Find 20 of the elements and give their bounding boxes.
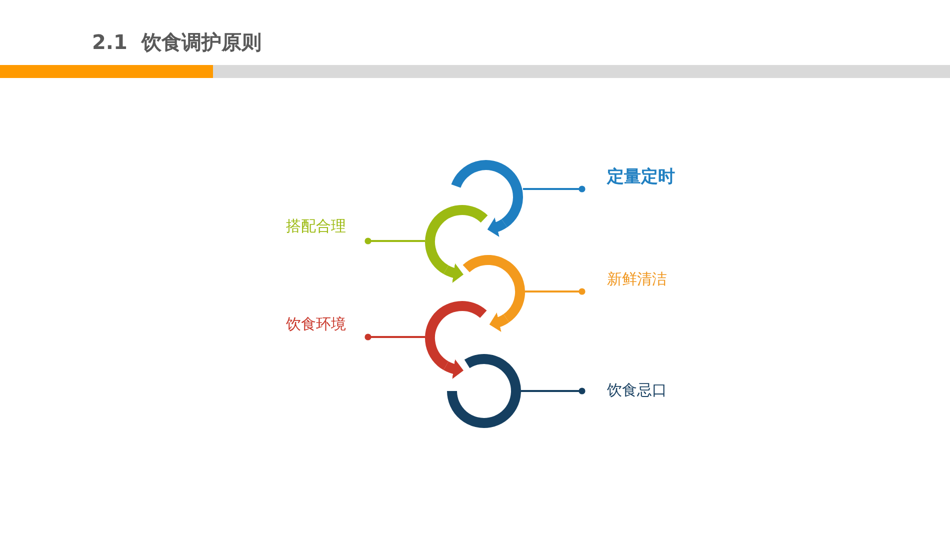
curved-arrow bbox=[444, 263, 464, 283]
ring-arc bbox=[451, 160, 523, 228]
leader-line bbox=[521, 388, 586, 394]
principle-label: 定量定时 bbox=[607, 166, 675, 188]
principle-label: 新鲜清洁 bbox=[607, 269, 667, 289]
slide-title: 2.1 饮食调护原则 bbox=[92, 30, 262, 54]
ring-arc bbox=[425, 205, 488, 275]
leader-line bbox=[525, 288, 586, 295]
leader-line bbox=[364, 238, 425, 244]
principle-label: 饮食忌口 bbox=[607, 380, 667, 400]
leader-line bbox=[523, 186, 586, 192]
ring-arc bbox=[447, 354, 521, 428]
principle-label: 搭配合理 bbox=[286, 216, 346, 236]
ring-arc bbox=[425, 301, 487, 371]
curved-arrow bbox=[444, 359, 464, 379]
curved-arrow bbox=[487, 217, 508, 237]
leader-line bbox=[364, 334, 425, 340]
curved-arrow bbox=[489, 312, 510, 332]
ring-arc bbox=[462, 255, 525, 323]
principle-label: 饮食环境 bbox=[286, 314, 346, 334]
